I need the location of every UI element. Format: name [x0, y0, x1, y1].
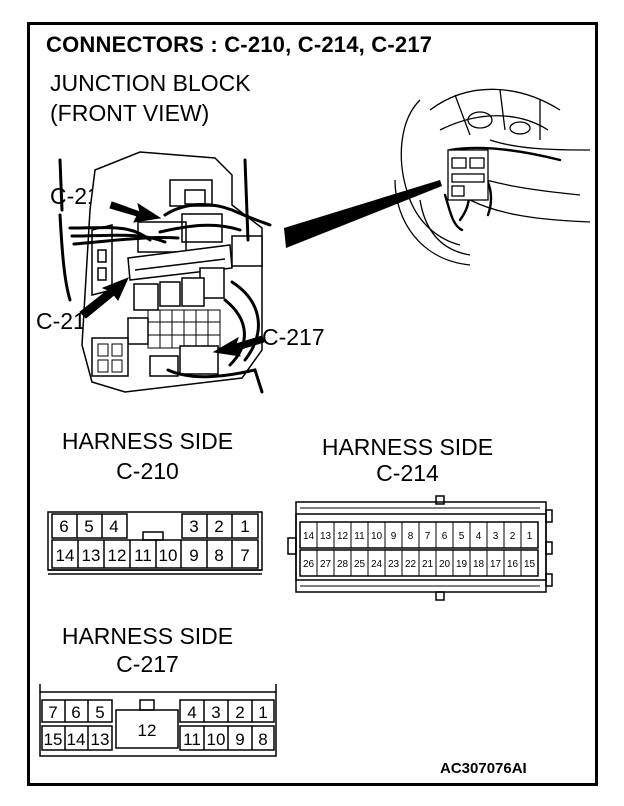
c217-pin: 3	[211, 703, 220, 722]
callout-arrows	[79, 201, 265, 357]
c214-pin: 19	[456, 559, 468, 570]
c214-pin: 14	[303, 531, 315, 542]
c214-cell-dividers	[316, 522, 522, 576]
c214-pin: 13	[320, 531, 332, 542]
c217-pin: 7	[48, 703, 57, 722]
c214-pin: 12	[337, 531, 349, 542]
c214-pin: 4	[476, 531, 482, 542]
c214-pin: 20	[439, 559, 451, 570]
c210-pin: 3	[189, 517, 198, 536]
c214-pin: 26	[303, 559, 315, 570]
c214-pin: 25	[354, 559, 366, 570]
c214-pin: 2	[510, 531, 516, 542]
c214-pin: 28	[337, 559, 349, 570]
c210-pin: 4	[109, 517, 118, 536]
c214-pin: 24	[371, 559, 383, 570]
c214-pin: 9	[391, 531, 397, 542]
c217-pin: 2	[235, 703, 244, 722]
junction-block-label: JUNCTION BLOCK	[50, 70, 251, 96]
c210-pin: 12	[108, 546, 127, 565]
c210-heading: HARNESS SIDE	[61, 428, 234, 454]
c217-pin: 14	[67, 730, 86, 749]
diagram-title: CONNECTORS : C-210, C-214, C-217	[46, 32, 433, 57]
c210-pin: 10	[159, 546, 178, 565]
c214-pin: 22	[405, 559, 417, 570]
c217-pin: 13	[91, 730, 110, 749]
c210-pin: 6	[59, 517, 68, 536]
c210-pin: 2	[214, 517, 223, 536]
figure-code: AC307076AI	[440, 760, 527, 777]
c214-pin: 3	[493, 531, 499, 542]
connector-c214	[287, 495, 553, 601]
c210-pin: 13	[82, 546, 101, 565]
c217-pin-labels: 7 6 5 15 14 13 12 4 3 2 1 11 10 9 8	[44, 703, 268, 749]
c214-pin: 6	[442, 531, 448, 542]
c214-pin: 15	[524, 559, 536, 570]
junction-block-illustration	[81, 151, 263, 393]
c210-pin: 5	[84, 517, 93, 536]
c214-pin: 27	[320, 559, 332, 570]
c217-heading: HARNESS SIDE	[61, 623, 234, 649]
c214-pin: 10	[371, 531, 383, 542]
c217-pin: 8	[258, 730, 267, 749]
c210-pin: 7	[240, 546, 249, 565]
c214-pin: 18	[473, 559, 485, 570]
c217-pin: 12	[138, 721, 157, 740]
c217-pin: 11	[183, 730, 201, 749]
c214-pin: 11	[354, 531, 365, 542]
c214-pin: 23	[388, 559, 400, 570]
connector-c210	[47, 511, 263, 575]
c214-name: C-214	[376, 460, 439, 486]
c217-pin: 4	[187, 703, 196, 722]
c210-pin: 8	[214, 546, 223, 565]
c214-pin: 1	[527, 531, 533, 542]
c217-name: C-217	[116, 651, 179, 677]
vehicle-junction-block	[447, 149, 489, 201]
front-view-label: (FRONT VIEW)	[50, 100, 210, 126]
c214-heading: HARNESS SIDE	[321, 434, 494, 460]
c217-pin: 6	[71, 703, 80, 722]
callout-c217: C-217	[262, 324, 325, 350]
wiring-harness	[58, 158, 272, 394]
c210-pin-labels: 6 5 4 3 2 1 14 13 12 11 10 9 8 7	[56, 517, 250, 565]
c210-pin: 1	[240, 517, 249, 536]
c214-pin: 21	[422, 559, 434, 570]
c210-pin: 9	[189, 546, 198, 565]
c214-pin: 8	[408, 531, 414, 542]
c214-pin: 7	[425, 531, 431, 542]
c217-pin: 1	[258, 703, 267, 722]
vehicle-dash-illustration	[394, 88, 591, 266]
c214-pin: 5	[459, 531, 465, 542]
c210-pin: 11	[134, 546, 152, 565]
c214-pin: 16	[507, 559, 519, 570]
c214-pin: 17	[490, 559, 502, 570]
c217-pin: 15	[44, 730, 63, 749]
c210-name: C-210	[116, 458, 179, 484]
c217-pin: 5	[95, 703, 104, 722]
connector-c217	[39, 684, 277, 757]
c217-pin: 10	[207, 730, 226, 749]
c217-pin: 9	[235, 730, 244, 749]
location-pointer	[284, 180, 442, 248]
c210-pin: 14	[56, 546, 75, 565]
